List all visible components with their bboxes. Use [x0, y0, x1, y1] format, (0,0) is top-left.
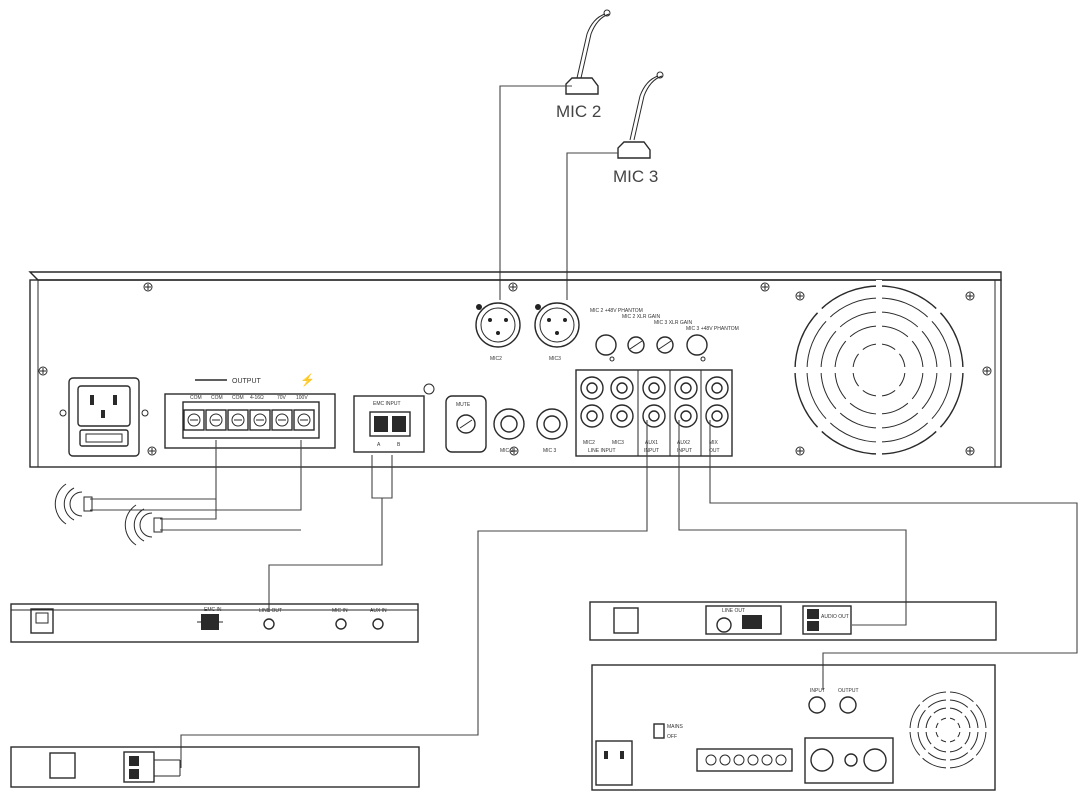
speaker-cable-line	[90, 440, 302, 531]
emc-cable	[268, 455, 393, 612]
switch-label-mic2-phantom: MIC 2 +48V PHANTOM	[590, 308, 643, 314]
rca-jack-panel	[575, 369, 733, 457]
right-unit-label-line-out: LINE OUT	[722, 608, 745, 614]
amp-label-input: INPUT	[810, 688, 825, 694]
output-label: OUTPUT	[232, 378, 262, 385]
switch-label-mic3-phantom: MIC 3 +48V PHANTOM	[686, 326, 739, 332]
rca-jack-icon	[580, 376, 604, 400]
terminal-icon	[197, 614, 223, 630]
rca-jack-icon	[705, 376, 729, 400]
rca-label-mic2: MIC2	[583, 440, 595, 446]
xlr-mic2-connector-icon	[475, 302, 521, 348]
rca-group-aux1-input: INPUT	[644, 448, 659, 454]
source-device-bottom-left	[10, 746, 420, 788]
rca-jack-center	[586, 410, 598, 422]
rca-jack-center	[711, 410, 723, 422]
terminal-label-com2: COM	[211, 395, 223, 401]
rca-group-aux2-input: INPUT	[677, 448, 692, 454]
rca-label-aux2: AUX2	[677, 440, 690, 446]
rca-jack-center	[648, 382, 660, 394]
emc-terminal-a: A	[377, 442, 381, 448]
rca-jack-icon	[610, 376, 634, 400]
fan-grille-icon	[789, 280, 969, 460]
switch-knob-icon	[595, 334, 708, 362]
amp-label-mains: MAINS	[667, 724, 684, 730]
source-device-right: LINE OUT AUDIO OUT	[589, 601, 997, 641]
fan-grille-icon	[908, 690, 988, 770]
rca-jack-icon	[642, 376, 666, 400]
mix-out-cable	[709, 420, 1078, 690]
mic3-cable	[566, 152, 618, 300]
aux2-cable	[678, 420, 907, 626]
screw-terminal-icon	[705, 754, 787, 766]
right-unit-label-audio-out: AUDIO OUT	[821, 614, 849, 620]
mic2-label: MIC 2	[556, 102, 601, 121]
output-terminal-block: OUTPUT ⚡ COM COM COM 4-16Ω 70V 100V	[164, 373, 336, 449]
main-amplifier-rear-panel: OUTPUT ⚡ COM COM COM 4-16Ω 70V 100V EMC …	[28, 271, 1002, 468]
rca-jack-icon	[610, 404, 634, 428]
rca-group-mix-out: OUT	[709, 448, 720, 454]
switch-label-mic3-gain: MIC 3 XLR GAIN	[654, 320, 692, 326]
left-unit-label-aux-in: AUX IN	[370, 608, 387, 614]
left-unit-label-mic-in: MIC IN	[332, 608, 348, 614]
jack-mic2-label: MIC 2	[500, 448, 514, 454]
rca-jack-icon	[642, 404, 666, 428]
terminal-label-100v: 100V	[296, 395, 308, 401]
microphone-mic3	[617, 71, 664, 159]
emc-input-connector: EMC INPUT A B	[353, 383, 435, 453]
left-unit-label-emc: EMC IN	[204, 607, 222, 613]
jack-mic2-icon	[493, 408, 525, 440]
rca-jack-icon	[674, 404, 698, 428]
emc-input-label: EMC INPUT	[373, 401, 401, 407]
rca-jack-icon	[705, 404, 729, 428]
rca-jack-center	[680, 382, 692, 394]
rca-jacks	[580, 376, 729, 428]
terminal-label-com1: COM	[190, 395, 202, 401]
rca-label-aux1: AUX1	[645, 440, 658, 446]
speaker-icon	[54, 483, 93, 525]
rca-jack-center	[680, 410, 692, 422]
speaker-icon	[124, 504, 163, 546]
rca-jack-icon	[674, 376, 698, 400]
jack-mic3-icon	[536, 408, 568, 440]
rca-jack-center	[616, 382, 628, 394]
terminal-label-70v: 70V	[277, 395, 287, 401]
jack-mic3-label: MIC 3	[543, 448, 557, 454]
screw-terminal-icon	[183, 409, 315, 431]
rca-group-line-input: LINE INPUT	[588, 448, 616, 454]
switch-label-mic2-gain: MIC 2 XLR GAIN	[622, 314, 660, 320]
lightning-icon: ⚡	[300, 373, 315, 387]
xlr-mic2-label: MIC2	[490, 356, 502, 362]
amp-label-output: OUTPUT	[838, 688, 859, 694]
aux1-cable	[180, 420, 648, 768]
rca-label-mix: MIX	[709, 440, 719, 446]
rca-jack-center	[711, 382, 723, 394]
mute-control: MUTE	[445, 395, 487, 453]
mic3-label: MIC 3	[613, 167, 658, 186]
mic2-cable	[499, 85, 572, 300]
rca-jack-center	[648, 410, 660, 422]
mute-label: MUTE	[456, 402, 471, 408]
rca-jack-center	[586, 382, 598, 394]
microphone-mic2	[565, 9, 611, 95]
speaker-cable-com	[90, 440, 217, 520]
emc-device-left: EMC IN LINE OUT MIC IN AUX IN	[10, 603, 419, 643]
emc-terminal-b: B	[397, 442, 401, 448]
rca-label-mic3: MIC3	[612, 440, 624, 446]
left-unit-label-line-out: LINE OUT	[259, 608, 282, 614]
rca-jack-icon	[580, 404, 604, 428]
xlr-mic3-connector-icon	[534, 302, 580, 348]
screw-icon	[38, 282, 992, 456]
power-amplifier-bottom-right: MAINS OFF INPUT OUTPUT	[591, 664, 996, 791]
xlr-mic3-label: MIC3	[549, 356, 561, 362]
amp-label-off: OFF	[667, 734, 677, 740]
terminal-label-com3: COM	[232, 395, 244, 401]
rca-jack-center	[616, 410, 628, 422]
power-inlet-icon	[59, 377, 149, 457]
terminal-label-4-16: 4-16Ω	[250, 395, 264, 401]
